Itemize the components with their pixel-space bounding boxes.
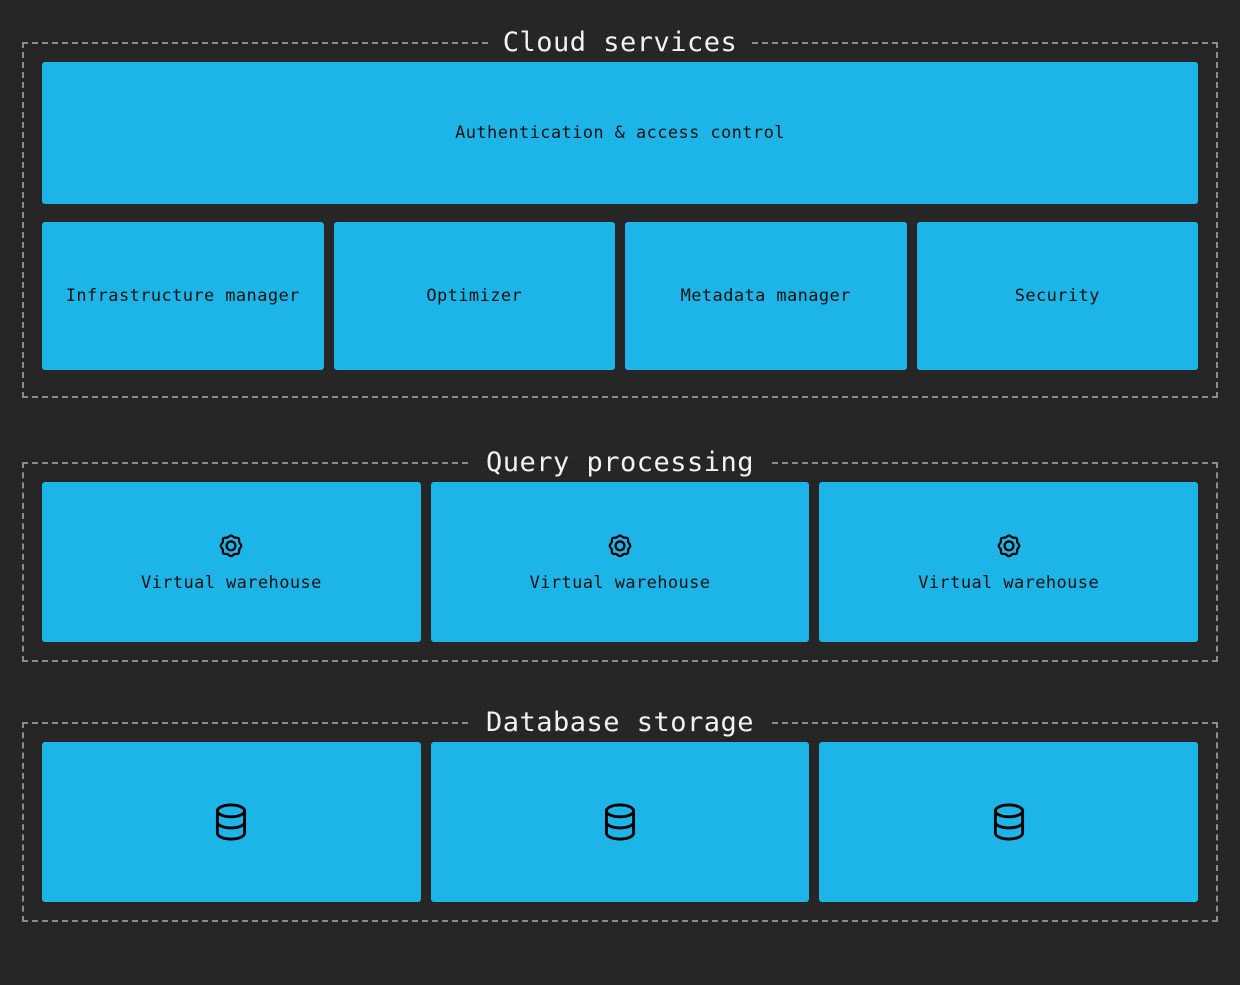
section-query-processing: Query processing Virtual warehouse [22, 444, 1218, 662]
section-body-cloud-services: Authentication & access control Infrastr… [24, 44, 1216, 396]
row-virtual-warehouses: Virtual warehouse Virtual warehouse [42, 482, 1199, 642]
node-infrastructure-manager[interactable]: Infrastructure manager [42, 222, 324, 370]
node-label: Optimizer [426, 286, 523, 306]
node-label: Virtual warehouse [918, 572, 1100, 593]
database-icon [986, 799, 1032, 845]
row-authentication: Authentication & access control [42, 62, 1198, 204]
gear-icon [214, 531, 248, 565]
database-icon [597, 799, 643, 845]
row-cloud-services: Infrastructure manager Optimizer Metadat… [42, 222, 1198, 370]
section-body-query-processing: Virtual warehouse Virtual warehouse [24, 464, 1216, 660]
section-title-cloud-services: Cloud services [488, 24, 752, 62]
node-metadata-manager[interactable]: Metadata manager [625, 222, 907, 370]
node-label: Infrastructure manager [65, 286, 300, 306]
node-label: Virtual warehouse [529, 572, 711, 593]
node-optimizer[interactable]: Optimizer [333, 222, 615, 370]
section-title-query-processing: Query processing [471, 444, 769, 482]
section-body-database-storage [24, 724, 1216, 920]
section-cloud-services: Cloud services Authentication & access c… [22, 24, 1218, 398]
row-database-storage [42, 742, 1199, 902]
node-label: Security [1014, 286, 1100, 306]
node-virtual-warehouse-1[interactable]: Virtual warehouse [42, 482, 421, 642]
section-database-storage: Database storage [22, 704, 1218, 922]
node-security[interactable]: Security [916, 222, 1198, 370]
node-virtual-warehouse-3[interactable]: Virtual warehouse [819, 482, 1199, 642]
architecture-diagram: Cloud services Authentication & access c… [0, 24, 1240, 985]
node-label: Metadata manager [680, 286, 851, 306]
node-database-storage-1[interactable] [42, 742, 421, 902]
node-database-storage-2[interactable] [430, 742, 810, 902]
database-icon [208, 799, 254, 845]
node-label: Virtual warehouse [140, 572, 322, 593]
node-label: Authentication & access control [455, 123, 785, 143]
gear-icon [992, 531, 1026, 565]
node-database-storage-3[interactable] [819, 742, 1199, 902]
node-authentication-access-control[interactable]: Authentication & access control [42, 62, 1198, 204]
gear-icon [603, 531, 637, 565]
node-virtual-warehouse-2[interactable]: Virtual warehouse [430, 482, 810, 642]
section-title-database-storage: Database storage [471, 704, 769, 742]
